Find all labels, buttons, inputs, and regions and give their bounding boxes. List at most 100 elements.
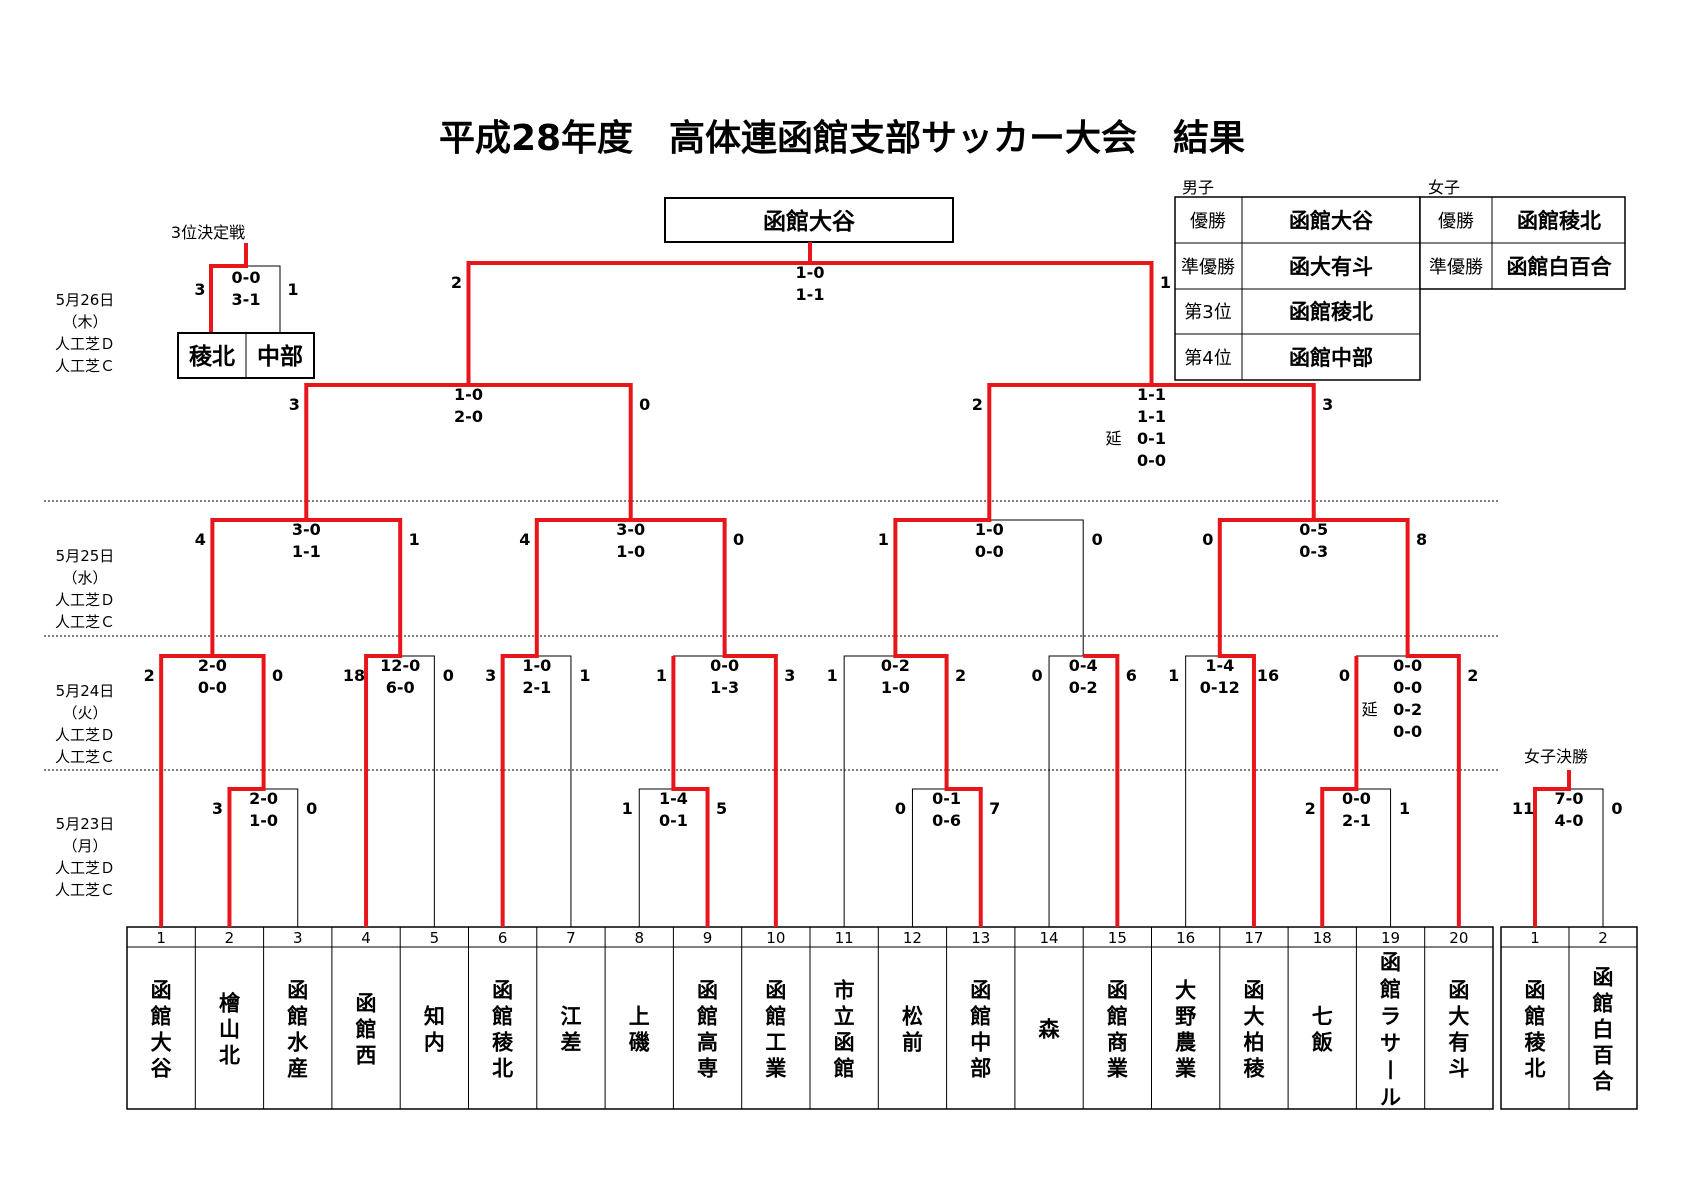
team-name-char: 業	[1175, 1057, 1197, 1081]
left-score: 1	[656, 666, 667, 685]
period-score: 0-12	[1200, 678, 1240, 697]
period-score: 0-2	[1069, 678, 1098, 697]
team-name-char: 西	[356, 1044, 377, 1068]
team-number: 17	[1244, 929, 1263, 947]
period-score: 1-1	[796, 285, 825, 304]
extra-time-mark: 延	[1362, 700, 1378, 719]
period-score: 1-0	[454, 385, 483, 404]
svg-text:優勝: 優勝	[1190, 211, 1226, 232]
team-name-char: 谷	[151, 1057, 173, 1081]
team-number: 10	[766, 929, 785, 947]
date-label-sf: 5月26日 （木） 人工芝Ｄ 人工芝Ｃ	[55, 291, 115, 375]
team-name-char: 函	[1380, 950, 1401, 974]
left-score: 1	[827, 666, 838, 685]
team-name-char: 館	[151, 1005, 172, 1029]
winner-line	[212, 654, 266, 927]
team-name-char: 函	[834, 1031, 855, 1055]
women-team-name-char: 合	[1593, 1070, 1615, 1094]
date-label-r2: 5月24日 （火） 人工芝Ｄ 人工芝Ｃ	[55, 682, 115, 766]
svg-text:3-1: 3-1	[232, 290, 261, 309]
team-name-char: 柏	[1243, 1031, 1264, 1055]
period-score: 0-0	[1393, 722, 1422, 741]
svg-text:函大有斗: 函大有斗	[1289, 255, 1373, 279]
period-score: 2-0	[249, 789, 278, 808]
period-score: 2-0	[454, 407, 483, 426]
right-score: 1	[1399, 799, 1410, 818]
women-team-name-char: 白	[1593, 1018, 1614, 1042]
team-number: 2	[225, 929, 235, 947]
bracket-line	[911, 788, 982, 927]
winner-line	[306, 518, 403, 927]
winner-line	[159, 242, 812, 927]
team-name-char: 野	[1175, 1005, 1196, 1029]
team-name-char: 上	[629, 1005, 650, 1029]
svg-text:函館稜北: 函館稜北	[1289, 300, 1373, 324]
right-score: 0	[306, 799, 317, 818]
team-table: 1函館大谷2檜山北3函館水産4函館西5知内6函館稜北7江差8上磯9函館高専10函…	[126, 926, 1494, 1110]
team-name-char: 館	[1107, 1005, 1128, 1029]
svg-text:人工芝Ｄ: 人工芝Ｄ	[55, 335, 115, 353]
team-name-char: 飯	[1311, 1031, 1333, 1055]
team-number: 12	[903, 929, 922, 947]
page-title: 平成28年度 高体連函館支部サッカー大会 結果	[439, 117, 1245, 159]
team-number: 19	[1381, 929, 1400, 947]
winner-line	[1217, 518, 1314, 927]
svg-text:（木）: （木）	[62, 313, 107, 331]
svg-text:人工芝Ｃ: 人工芝Ｃ	[55, 748, 115, 766]
right-score: 6	[1126, 666, 1137, 685]
team-number: 5	[430, 929, 440, 947]
team-name-char: 水	[287, 1031, 309, 1055]
svg-text:5月26日: 5月26日	[56, 291, 115, 309]
women-team-name-char: 函	[1593, 966, 1614, 990]
period-score: 0-0	[710, 656, 739, 675]
women-team-name-char: 函	[1525, 979, 1546, 1003]
team-name-char: 部	[970, 1057, 991, 1081]
left-score: 2	[972, 395, 983, 414]
right-score: 5	[716, 799, 727, 818]
team-name-char: 館	[492, 1005, 513, 1029]
right-score: 16	[1257, 666, 1279, 685]
team-name-char: 大	[1243, 1005, 1264, 1029]
team-name-char: 有	[1448, 1031, 1469, 1055]
svg-text:人工芝Ｃ: 人工芝Ｃ	[55, 357, 115, 375]
right-score: 0	[733, 530, 744, 549]
winner-line	[1533, 770, 1571, 927]
left-score: 0	[895, 799, 906, 818]
period-score: 1-0	[249, 811, 278, 830]
svg-text:函館大谷: 函館大谷	[1289, 209, 1374, 233]
team-number: 16	[1176, 929, 1195, 947]
svg-text:（火）: （火）	[62, 704, 107, 722]
svg-text:1: 1	[287, 280, 298, 299]
team-name-char: 函	[356, 992, 377, 1016]
team-name-char: ラ	[1380, 1004, 1401, 1028]
team-name-char: 稜	[492, 1031, 514, 1055]
team-name-char: 大	[1448, 1005, 1469, 1029]
team-name-char: 館	[765, 1005, 786, 1029]
winner-line	[468, 383, 633, 927]
svg-text:函館稜北: 函館稜北	[1517, 209, 1601, 233]
bracket-line	[1321, 788, 1392, 927]
svg-text:3: 3	[194, 280, 205, 299]
team-number: 1	[156, 929, 166, 947]
team-name-char: 函	[1243, 979, 1264, 1003]
team-number: 13	[971, 929, 990, 947]
left-score: 3	[289, 395, 300, 414]
winner-line	[671, 656, 710, 927]
period-score: 0-1	[932, 789, 961, 808]
period-score: 2-0	[198, 656, 227, 675]
period-score: 0-0	[198, 678, 227, 697]
period-score: 3-0	[292, 520, 321, 539]
right-score: 1	[579, 666, 590, 685]
extra-time-mark: 延	[1105, 429, 1121, 448]
period-score: 0-0	[1137, 451, 1166, 470]
team-number: 20	[1449, 929, 1468, 947]
team-name-char: 函	[1448, 979, 1469, 1003]
team-number: 15	[1108, 929, 1127, 947]
